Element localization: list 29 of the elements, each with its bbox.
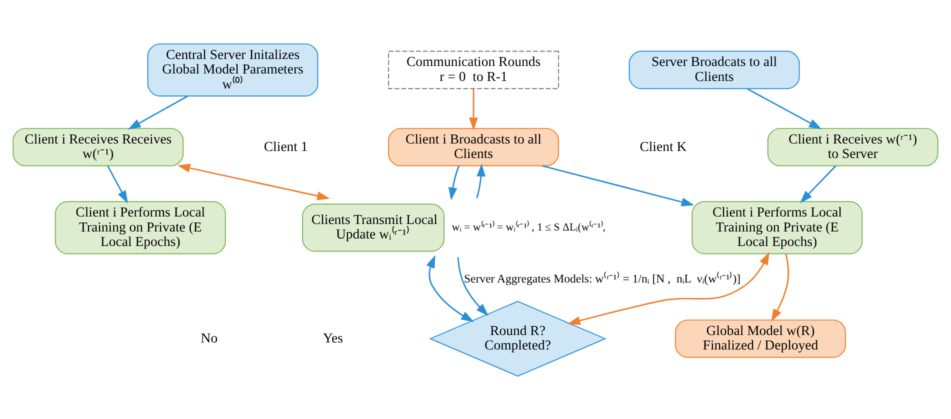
node-box: Client i Receives Receives w(ʳ⁻¹)	[12, 127, 184, 166]
node-box: Client i Broadcasts to all Clients	[388, 127, 560, 166]
arrow	[426, 254, 474, 322]
arrow	[800, 164, 836, 203]
arrow	[457, 256, 489, 316]
label: Client 1	[264, 138, 308, 154]
arrow	[469, 88, 478, 130]
arrow	[177, 163, 330, 200]
arrow	[542, 164, 694, 206]
arrow	[746, 88, 822, 129]
node-label: wᵢ = w⁽ʳ⁻¹⁾ = wᵢ⁽ʳ⁻¹⁾ , 1 ≤ S ΔLᵢ(w⁽ʳ⁻¹⁾,	[452, 220, 606, 233]
node-box: Central Server Initalizes Global Model Parameters w⁽⁰⁾	[147, 42, 318, 96]
arrow	[128, 95, 188, 130]
node-box: Client i Performs Local Training on Private (E Local Epochs)	[692, 200, 863, 254]
arrow	[476, 163, 486, 198]
node-box: Client i Performs Local Training on Private (E Local Epochs)	[54, 200, 226, 254]
node-diamond: Round R? Completed?	[429, 300, 606, 376]
edge-label: Server Aggregates Models: w⁽ʳ⁻¹⁾ = 1/nᵢ [N , nᵢL νᵢ(w⁽ʳ⁻¹⁾)]	[464, 270, 741, 285]
arrow	[771, 253, 790, 322]
node-box: Global Model w(R) Finalized / Deployed	[674, 319, 846, 358]
label: Yes	[323, 330, 344, 345]
node-box: Client i Receives w(ʳ⁻¹) to Server	[767, 127, 938, 166]
arrow	[448, 165, 460, 200]
arrow	[107, 165, 128, 203]
arrow	[567, 252, 770, 324]
node-box: Server Broadcats to all Clients	[628, 50, 800, 89]
label: Client K	[640, 138, 687, 154]
node-box: Communication Rounds r = 0 to R-1	[388, 50, 560, 89]
label: No	[200, 330, 218, 345]
